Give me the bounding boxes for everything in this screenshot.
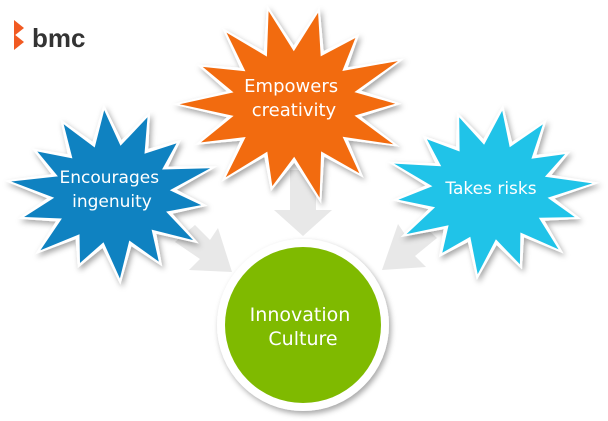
encourages-label-line-1: Encourages: [60, 168, 160, 188]
center-label-line-1: Innovation: [250, 304, 351, 326]
center-node: Innovation Culture: [217, 239, 389, 411]
node-takes-risks: Takes risks: [387, 104, 600, 280]
empowers-label-line-1: Empowers: [244, 76, 338, 97]
node-empowers: Empowers creativity: [172, 5, 405, 204]
arrows: [175, 170, 437, 272]
encourages-label: Encourages ingenuity: [60, 168, 165, 212]
center-label-line-2: Culture: [268, 328, 337, 350]
bmc-logo: bmc: [14, 20, 85, 53]
bmc-wordmark: bmc: [32, 23, 85, 53]
arrow-top: [274, 170, 332, 236]
takes-risks-label-line-1: Takes risks: [444, 179, 536, 199]
center-circle-fill: [225, 247, 381, 403]
empowers-label-line-2: creativity: [252, 100, 337, 121]
starburst-empowers: [179, 11, 398, 198]
starburst-takes-risks: [394, 110, 593, 275]
starburst-encourages: [11, 110, 211, 279]
center-label: Innovation Culture: [250, 304, 357, 350]
bmc-logo-icon: [14, 20, 24, 50]
node-encourages: Encourages ingenuity: [4, 104, 218, 285]
takes-risks-label: Takes risks: [444, 179, 536, 199]
empowers-label: Empowers creativity: [244, 76, 344, 121]
encourages-label-line-2: ingenuity: [72, 192, 152, 212]
arrow-right: [382, 222, 437, 270]
